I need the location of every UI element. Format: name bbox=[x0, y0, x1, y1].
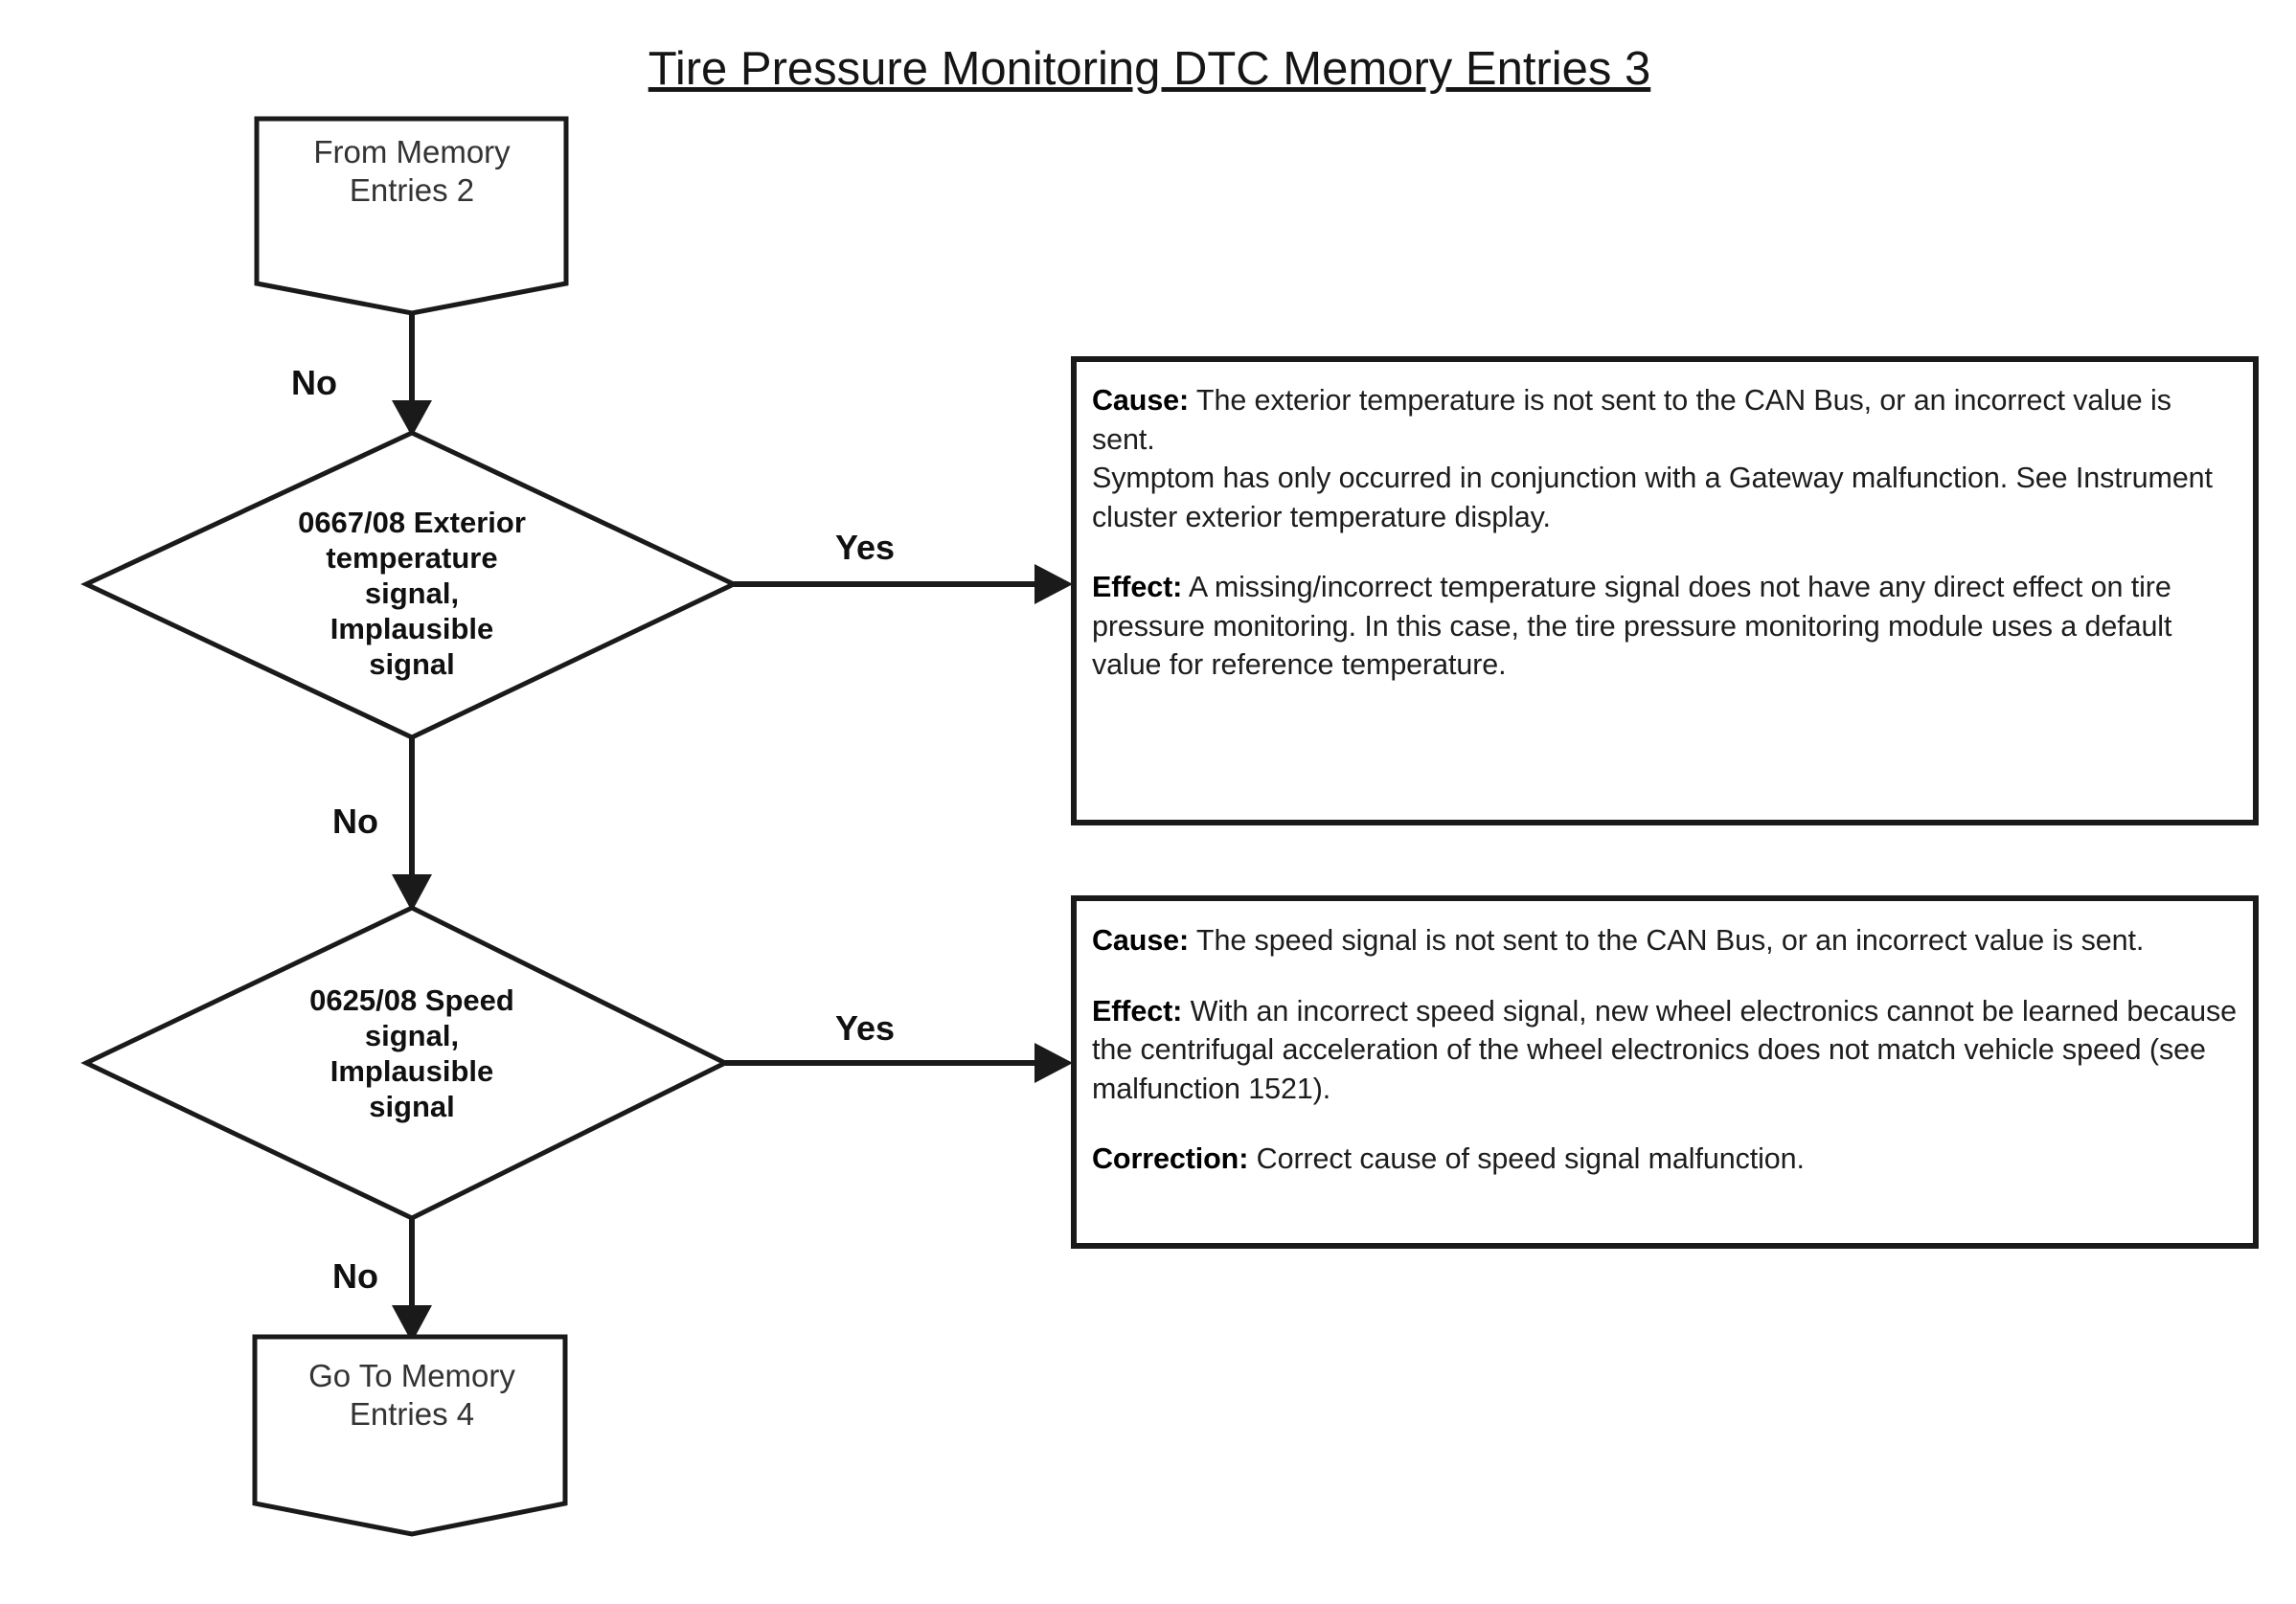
info-box-2-cause-label: Cause: bbox=[1092, 924, 1190, 957]
branch-label-decision1-yes: Yes bbox=[835, 528, 895, 567]
start-connector-line1: From Memory bbox=[313, 134, 511, 169]
info-box-2-correction-label: Correction: bbox=[1092, 1142, 1249, 1176]
info-box-1-cause: Cause: The exterior temperature is not s… bbox=[1092, 381, 2238, 459]
info-box-2-effect: Effect: With an incorrect speed signal, … bbox=[1092, 992, 2238, 1109]
arrowhead-decision2-no bbox=[392, 1305, 432, 1343]
info-box-2-effect-text: With an incorrect speed signal, new whee… bbox=[1092, 994, 2238, 1105]
decision2-line1: 0625/08 Speed bbox=[309, 983, 514, 1017]
info-box-1-spacer bbox=[1092, 536, 2238, 568]
arrowhead-decision1-no bbox=[392, 874, 432, 912]
info-box-1-outline bbox=[1071, 356, 2259, 825]
decision2-line4: signal bbox=[369, 1090, 455, 1123]
arrowhead-decision2-yes bbox=[1034, 1043, 1073, 1083]
decision2-line3: Implausible bbox=[330, 1054, 494, 1088]
decision1-line1: 0667/08 Exterior bbox=[298, 506, 526, 539]
info-box-2-spacer-1 bbox=[1092, 960, 2238, 992]
info-box-1-effect-label: Effect: bbox=[1092, 571, 1183, 604]
end-connector-line2: Entries 4 bbox=[350, 1396, 474, 1432]
decision1-line5: signal bbox=[369, 647, 455, 681]
arrowhead-decision1-yes bbox=[1034, 564, 1073, 604]
decision1-line2: temperature bbox=[326, 541, 497, 575]
info-box-2-cause-text: The speed signal is not sent to the CAN … bbox=[1189, 924, 2145, 957]
info-box-2-cause: Cause: The speed signal is not sent to t… bbox=[1092, 921, 2238, 960]
info-box-2-correction: Correction: Correct cause of speed signa… bbox=[1092, 1140, 2238, 1179]
end-connector-line1: Go To Memory bbox=[308, 1358, 515, 1393]
branch-label-start-no: No bbox=[291, 363, 337, 402]
info-box-2: Cause: The speed signal is not sent to t… bbox=[1092, 921, 2238, 1179]
decision1-line3: signal, bbox=[365, 576, 459, 610]
info-box-2-outline bbox=[1071, 895, 2259, 1249]
page-title: Tire Pressure Monitoring DTC Memory Entr… bbox=[648, 43, 1651, 95]
end-connector-shape bbox=[252, 1334, 568, 1537]
info-box-2-correction-text: Correct cause of speed signal malfunctio… bbox=[1248, 1142, 1805, 1176]
info-box-2-effect-label: Effect: bbox=[1092, 994, 1183, 1028]
info-box-1-cause-label: Cause: bbox=[1092, 384, 1190, 417]
branch-label-decision2-no: No bbox=[332, 1256, 378, 1296]
info-box-1-effect-text: A missing/incorrect temperature signal d… bbox=[1092, 571, 2172, 682]
info-box-2-spacer-2 bbox=[1092, 1108, 2238, 1140]
info-box-1-effect: Effect: A missing/incorrect temperature … bbox=[1092, 568, 2238, 685]
decision1-line4: Implausible bbox=[330, 612, 494, 645]
decision2-line2: signal, bbox=[365, 1019, 459, 1052]
branch-label-decision2-yes: Yes bbox=[835, 1008, 895, 1048]
branch-label-decision1-no: No bbox=[332, 802, 378, 841]
start-connector-shape bbox=[254, 116, 569, 316]
info-box-1-cause-text: The exterior temperature is not sent to … bbox=[1092, 384, 2171, 456]
arrowhead-start-to-decision1 bbox=[392, 400, 432, 437]
start-connector-line2: Entries 2 bbox=[350, 172, 474, 208]
info-box-1: Cause: The exterior temperature is not s… bbox=[1092, 381, 2238, 685]
info-box-1-symptom: Symptom has only occurred in conjunction… bbox=[1092, 462, 2213, 533]
